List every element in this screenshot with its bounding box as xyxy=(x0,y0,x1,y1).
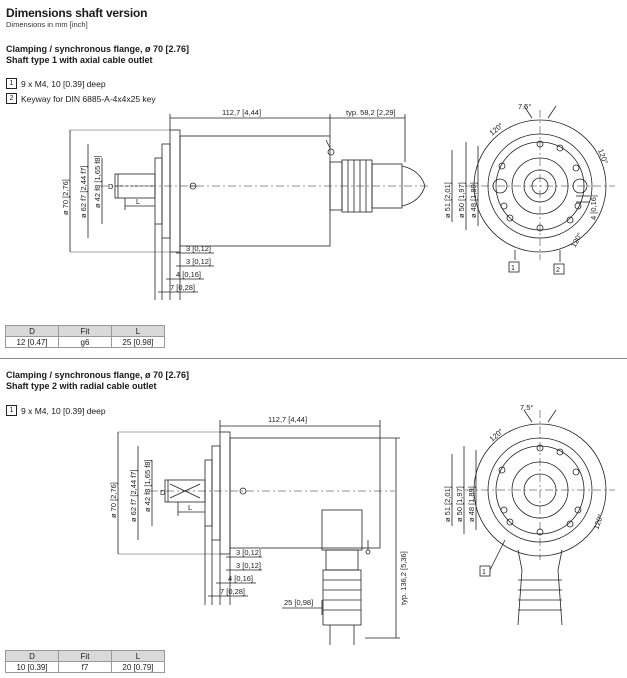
section1-shaft-title: Shaft type 1 with axial cable outlet xyxy=(6,55,153,65)
callout-1: 1 xyxy=(482,569,486,576)
section1-drawing: 112,7 [4,44] typ. 58,2 [2,29] ø 70 [2,76… xyxy=(61,102,615,300)
section2-note-1: 1 9 x M4, 10 [0.39] deep xyxy=(6,405,106,416)
col-header-fit: Fit xyxy=(58,650,112,662)
encoder-body xyxy=(179,135,331,247)
dim-t3: 3 [0,12] xyxy=(236,548,261,557)
dim-t4: 4 [0,16] xyxy=(176,270,201,279)
section1-note-2: 2 Keyway for DIN 6885-A-4x4x25 key xyxy=(6,93,156,104)
dim-d48: ø 48 [1,89] xyxy=(469,182,478,218)
dim-d70: ø 70 [2,76] xyxy=(109,482,118,518)
dim-L: L xyxy=(136,197,140,206)
dim-length: 112,7 [4,44] xyxy=(222,108,261,117)
section2-flange-title: Clamping / synchronous flange, ø 70 [2.7… xyxy=(6,370,190,380)
cell-D: 12 [0.47] xyxy=(4,336,60,348)
col-header-L: L xyxy=(110,650,166,662)
encoder-body xyxy=(229,437,381,549)
dim-ang120a: 120° xyxy=(488,121,506,138)
dim-d50: ø 50 [1,97] xyxy=(457,182,466,218)
col-header-L: L xyxy=(110,325,166,337)
note-number-box: 2 xyxy=(6,93,17,104)
table-row: 10 [0.39] f7 20 [0.79] xyxy=(4,661,166,673)
dim-D: D xyxy=(160,488,166,497)
dim-d70: ø 70 [2,76] xyxy=(61,179,70,215)
table-row: 12 [0.47] g6 25 [0.98] xyxy=(4,336,166,348)
cell-fit: f7 xyxy=(58,661,112,673)
page-title: Dimensions shaft version xyxy=(6,6,148,20)
flange-plate xyxy=(219,431,231,555)
dim-height: typ. 136,2 [5,36] xyxy=(399,551,408,605)
section1-heading: Clamping / synchronous flange, ø 70 [2.7… xyxy=(6,44,189,66)
page-subtitle: Dimensions in mm [inch] xyxy=(6,20,88,29)
dim-d42: ø 42 f8 [1,65 f8] xyxy=(93,155,102,208)
section1-note-1: 1 9 x M4, 10 [0.39] deep xyxy=(6,78,106,89)
cell-L: 25 [0.98] xyxy=(110,336,166,348)
col-header-D: D xyxy=(4,650,60,662)
cell-L: 20 [0.79] xyxy=(110,661,166,673)
dim-L: L xyxy=(188,503,192,512)
section2-drawing: 112,7 [4,44] typ. 136,2 [5,36] ø 70 [2,7… xyxy=(109,403,615,645)
section1-flange-title: Clamping / synchronous flange, ø 70 [2.7… xyxy=(6,44,190,54)
dim-ang75: 7.5° xyxy=(518,102,531,111)
dim-t3b: 3 [0,12] xyxy=(186,257,211,266)
dim-D: D xyxy=(108,182,114,191)
shaft-collar xyxy=(154,157,163,225)
note-text: 9 x M4, 10 [0.39] deep xyxy=(21,405,106,416)
dim-ang120b: 120° xyxy=(596,148,610,166)
dim-t4: 4 [0,16] xyxy=(228,574,253,583)
dim-t7: 7 [0,28] xyxy=(220,587,245,596)
shaft-collar xyxy=(204,459,213,527)
note-number-box: 1 xyxy=(6,405,17,416)
section2-shaft-title: Shaft type 2 with radial cable outlet xyxy=(6,381,157,391)
dim-t3: 3 [0,12] xyxy=(186,244,211,253)
dim-d50: ø 50 [1,97] xyxy=(455,486,464,522)
centering-collar xyxy=(161,143,171,239)
cell-D: 10 [0.39] xyxy=(4,661,60,673)
dim-d62: ø 62 f7 [2,44 f7] xyxy=(79,165,88,218)
cell-fit: g6 xyxy=(58,336,112,348)
note-text: Keyway for DIN 6885-A-4x4x25 key xyxy=(21,93,156,104)
dim-ang75: 7.5° xyxy=(520,403,533,412)
centering-collar xyxy=(211,445,221,541)
callout-1: 1 xyxy=(511,265,515,272)
dim-ang120c: 120° xyxy=(569,231,585,249)
col-header-fit: Fit xyxy=(58,325,112,337)
dim-d51: ø 51 [2,01] xyxy=(443,182,452,218)
dim-ang120b: 120° xyxy=(591,513,605,531)
section2-spec-table: D Fit L 10 [0.39] f7 20 [0.79] xyxy=(4,650,166,673)
section2-heading: Clamping / synchronous flange, ø 70 [2.7… xyxy=(6,370,189,392)
dim-length: 112,7 [4,44] xyxy=(268,415,307,424)
section-divider xyxy=(0,358,627,359)
dim-d51: ø 51 [2,01] xyxy=(443,486,452,522)
col-header-D: D xyxy=(4,325,60,337)
callout-2: 2 xyxy=(556,267,560,274)
note-number-box: 1 xyxy=(6,78,17,89)
dim-d62: ø 62 f7 [2,44 f7] xyxy=(129,469,138,522)
dim-t3b: 3 [0,12] xyxy=(236,561,261,570)
dim-c25: 25 [0,98] xyxy=(284,598,313,607)
flange-plate xyxy=(169,129,181,253)
section1-spec-table: D Fit L 12 [0.47] g6 25 [0.98] xyxy=(4,325,166,348)
dim-d48: ø 48 [1,89] xyxy=(467,486,476,522)
dim-r4: 4 [0,16] xyxy=(589,195,598,220)
note-text: 9 x M4, 10 [0.39] deep xyxy=(21,78,106,89)
dim-cable: typ. 58,2 [2,29] xyxy=(346,108,396,117)
dim-t7: 7 [0,28] xyxy=(170,283,195,292)
dim-d42: ø 42 f8 [1,65 f8] xyxy=(143,459,152,512)
